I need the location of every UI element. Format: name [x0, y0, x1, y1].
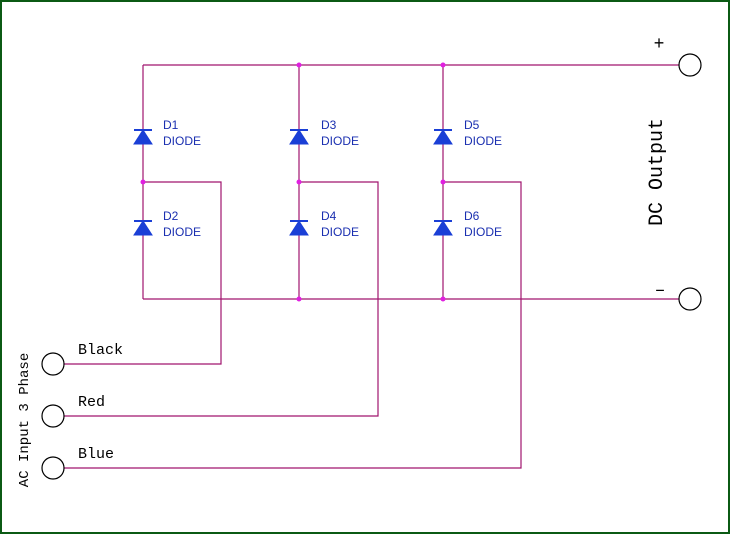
diode-symbol: [433, 129, 453, 145]
diode-d4: D4 DIODE: [289, 209, 359, 239]
diode-ref: D6: [464, 209, 480, 223]
phase-label-blue: Blue: [78, 446, 114, 463]
diode-d5: D5 DIODE: [433, 118, 502, 148]
diode-d3: D3 DIODE: [289, 118, 359, 148]
diode-d6: D6 DIODE: [433, 209, 502, 239]
diode-column-3: [64, 65, 522, 469]
diode-symbol: [133, 129, 153, 145]
diode-value: DIODE: [163, 225, 201, 239]
black-phase-wire: [64, 181, 222, 365]
junction-node: [140, 179, 146, 185]
junction-node: [440, 296, 446, 302]
diode-value: DIODE: [321, 225, 359, 239]
junction-node: [296, 296, 302, 302]
junction-nodes: [140, 62, 446, 302]
phase-label-black: Black: [78, 342, 123, 359]
junction-node: [440, 62, 446, 68]
blue-phase-wire: [64, 181, 522, 469]
positive-sign: +: [654, 35, 665, 55]
red-phase-wire: [64, 181, 379, 417]
diode-value: DIODE: [321, 134, 359, 148]
diode-value: DIODE: [163, 134, 201, 148]
diode-value: DIODE: [464, 225, 502, 239]
diode-d2: D2 DIODE: [133, 209, 201, 239]
diode-ref: D1: [163, 118, 179, 132]
ac-input-label: AC Input 3 Phase: [17, 353, 33, 487]
diode-ref: D4: [321, 209, 337, 223]
diode-ref: D5: [464, 118, 480, 132]
diode-symbol: [433, 220, 453, 236]
phase-label-red: Red: [78, 394, 105, 411]
diode-ref: D2: [163, 209, 179, 223]
junction-node: [296, 179, 302, 185]
diode-column-1: [64, 65, 222, 365]
diode-d1: D1 DIODE: [133, 118, 201, 148]
diode-symbol: [133, 220, 153, 236]
negative-sign: –: [655, 281, 666, 301]
junction-node: [296, 62, 302, 68]
negative-output-terminal[interactable]: [678, 287, 702, 311]
red-input-terminal[interactable]: [41, 404, 65, 428]
diode-symbol: [289, 220, 309, 236]
diode-value: DIODE: [464, 134, 502, 148]
diode-ref: D3: [321, 118, 337, 132]
positive-output-terminal[interactable]: [678, 53, 702, 77]
diode-symbol: [289, 129, 309, 145]
black-input-terminal[interactable]: [41, 352, 65, 376]
dc-output-label: DC Output: [646, 118, 669, 226]
junction-node: [440, 179, 446, 185]
blue-input-terminal[interactable]: [41, 456, 65, 480]
